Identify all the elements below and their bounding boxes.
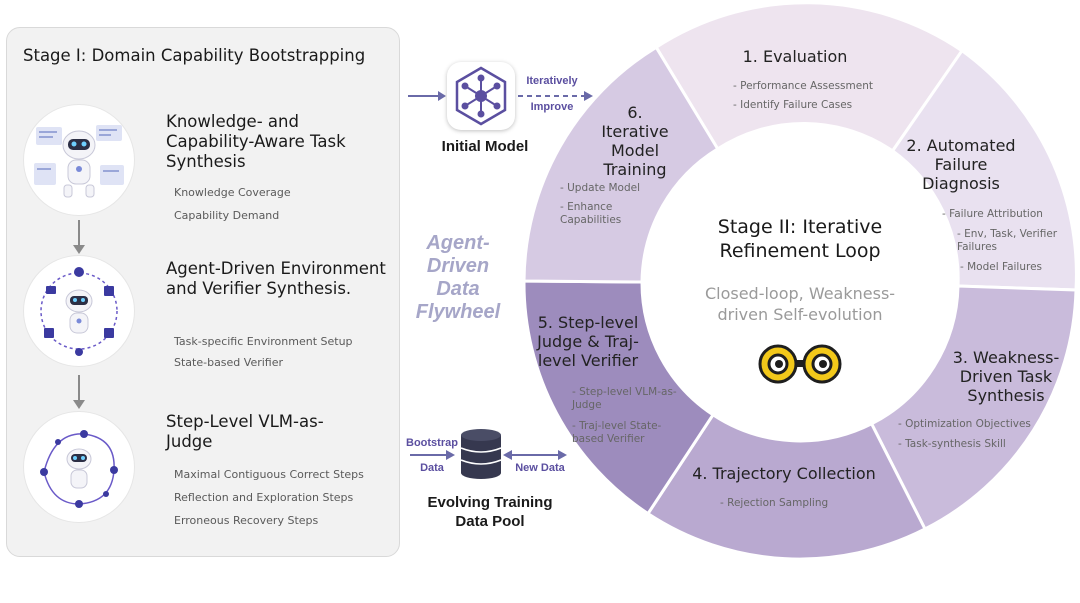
segment-6-item-1: - Update Model bbox=[560, 182, 641, 194]
stage1-title: Stage I: Domain Capability Bootstrapping bbox=[23, 46, 366, 65]
step3-title: Step-Level VLM-as-Judge bbox=[166, 412, 324, 451]
segment-5-item-2: - Traj-level State-based Verifier bbox=[572, 420, 662, 445]
segment-2-item-3: - Model Failures bbox=[960, 261, 1043, 273]
step3-item-3: Erroneous Recovery Steps bbox=[174, 514, 319, 527]
step1-item-2: Capability Demand bbox=[174, 209, 280, 222]
network-model-icon bbox=[447, 62, 515, 130]
step2-item-1: Task-specific Environment Setup bbox=[174, 335, 353, 348]
segment-1-item-2: - Identify Failure Cases bbox=[733, 99, 853, 111]
segment-6-title: 6. Iterative Model Training bbox=[601, 103, 669, 179]
robot-task-synthesis-image bbox=[24, 105, 134, 215]
segment-2-item-1: - Failure Attribution bbox=[942, 208, 1043, 220]
segment-6-item-2: - Enhance Capabilities bbox=[560, 201, 622, 226]
segment-1-item-1: - Performance Assessment bbox=[733, 80, 873, 92]
robot-environment-image bbox=[24, 256, 134, 366]
step3-item-1: Maximal Contiguous Correct Steps bbox=[174, 468, 364, 481]
segment-4-item-1: - Rejection Sampling bbox=[720, 497, 829, 509]
segment-1-title: 1. Evaluation bbox=[742, 47, 848, 66]
segment-3-title: 3. Weakness-Driven Task Synthesis bbox=[952, 348, 1060, 405]
stage2-title: Stage II: Iterative Refinement Loop bbox=[717, 216, 883, 262]
step1-item-1: Knowledge Coverage bbox=[174, 186, 291, 199]
binoculars-logo-icon bbox=[758, 344, 842, 384]
bootstrap-label: Bootstrap bbox=[406, 437, 458, 449]
improve-label: Improve bbox=[530, 101, 574, 113]
flywheel-label: Agent-Driven Data Flywheel bbox=[415, 232, 501, 323]
step1-title: Knowledge- and Capability-Aware Task Syn… bbox=[166, 112, 346, 171]
step2-item-2: State-based Verifier bbox=[174, 356, 284, 369]
step3-item-2: Reflection and Exploration Steps bbox=[174, 491, 354, 504]
segment-5-item-1: - Step-level VLM-as-Judge bbox=[572, 386, 677, 411]
step2-title: Agent-Driven Environment and Verifier Sy… bbox=[166, 259, 386, 298]
segment-3-item-1: - Optimization Objectives bbox=[898, 418, 1031, 430]
segment-4-shape bbox=[645, 412, 928, 561]
segment-5-title: 5. Step-level Judge & Traj-level Verifie… bbox=[537, 313, 639, 370]
down-arrow-icon bbox=[73, 375, 85, 409]
data-pool-label-2: Data Pool bbox=[455, 513, 525, 530]
robot-judge-image bbox=[24, 412, 134, 522]
database-icon bbox=[460, 429, 502, 479]
data-pool-label-1: Evolving Training bbox=[427, 494, 553, 511]
data-label: Data bbox=[420, 462, 444, 474]
initial-model-label: Initial Model bbox=[441, 138, 529, 155]
iteratively-label: Iteratively bbox=[526, 75, 578, 87]
segment-1-shape bbox=[654, 1, 965, 153]
segment-2-item-2: - Env, Task, Verifier Failures bbox=[957, 228, 1058, 253]
stage2-subtitle: Closed-loop, Weakness-driven Self-evolut… bbox=[704, 284, 896, 324]
segment-2-title: 2. Automated Failure Diagnosis bbox=[906, 136, 1016, 193]
segment-4-title: 4. Trajectory Collection bbox=[692, 464, 876, 483]
down-arrow-icon bbox=[73, 220, 85, 254]
segment-3-item-2: - Task-synthesis Skill bbox=[898, 438, 1006, 450]
